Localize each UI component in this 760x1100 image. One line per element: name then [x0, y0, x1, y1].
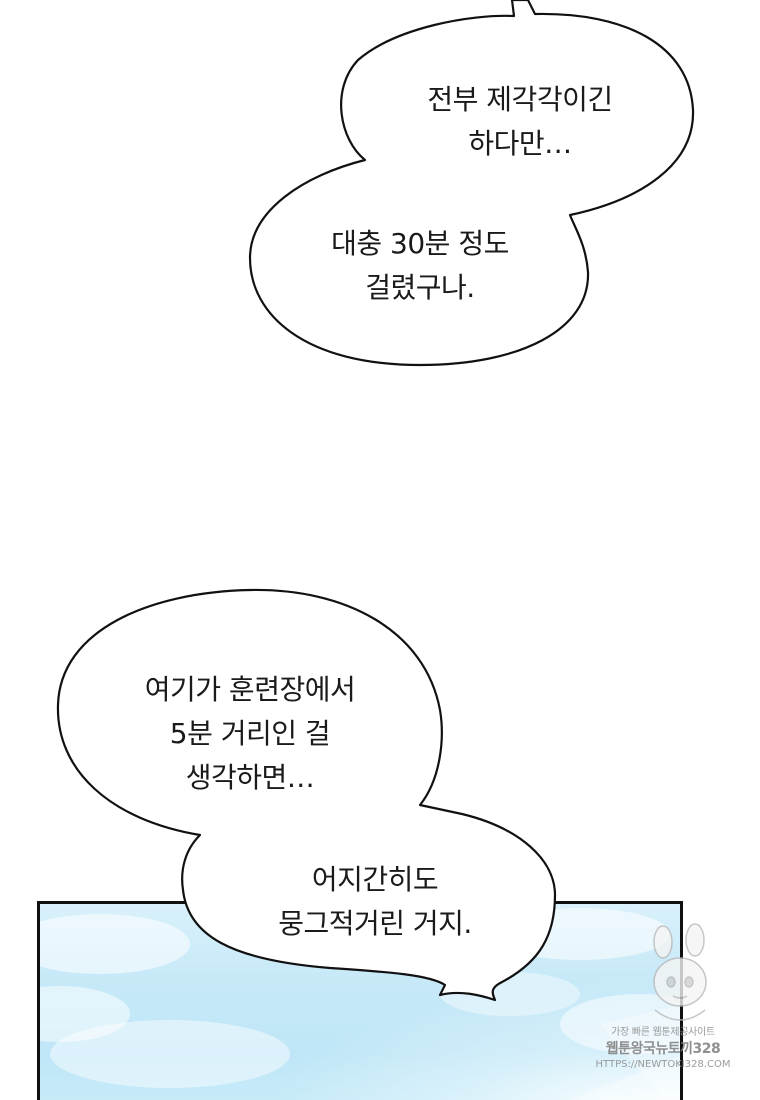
bottom-bubble-outline [56, 588, 557, 1002]
top-bubble-outline [248, 0, 695, 367]
bubble-line: 뭉그적거린 거지. [278, 907, 472, 940]
bubble-line: 여기가 훈련장에서 [144, 673, 356, 706]
mascot-watermark-icon [653, 923, 707, 1021]
bubble-line: 생각하면… [185, 761, 315, 794]
top-upper-bubble-text: 전부 제각각이긴 하다만… [360, 78, 680, 166]
watermark-brand: 웹툰왕국뉴토끼328 [605, 1041, 721, 1057]
site-watermark: 가장 빠른 웹툰제공사이트 웹툰왕국뉴토끼328 HTTPS://NEWTOKI… [593, 1026, 733, 1072]
bubble-line: 걸렸구나. [365, 271, 475, 304]
watermark-url: HTTPS://NEWTOKI328.COM [595, 1059, 731, 1070]
bubble-line: 대충 30분 정도 [331, 227, 509, 260]
top-lower-bubble-text: 대충 30분 정도 걸렸구나. [260, 222, 580, 310]
bubble-line: 어지간히도 [311, 863, 439, 896]
bubble-line: 하다만… [468, 127, 572, 160]
bottom-lower-bubble-text: 어지간히도 뭉그적거린 거지. [215, 858, 535, 946]
bubble-line: 전부 제각각이긴 [427, 83, 613, 116]
bottom-upper-bubble-text: 여기가 훈련장에서 5분 거리인 걸 생각하면… [90, 668, 410, 800]
bubble-line: 5분 거리인 걸 [169, 717, 331, 750]
watermark-tagline: 가장 빠른 웹툰제공사이트 [611, 1027, 715, 1038]
